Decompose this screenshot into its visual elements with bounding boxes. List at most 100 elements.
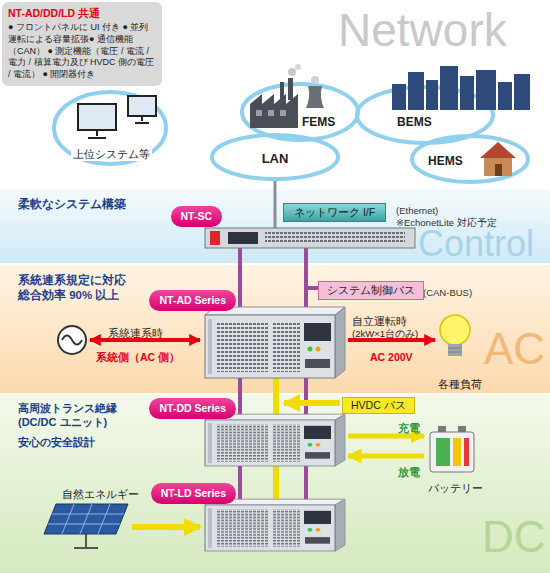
building-icon-part xyxy=(440,66,458,110)
node-label: 高周波トランス絶縁 (DC/DC ユニット) xyxy=(18,401,130,430)
watermark: Control xyxy=(418,225,534,263)
system-bus-line xyxy=(240,248,318,542)
label-holder: AC xyxy=(484,326,545,372)
node-label: NT-LD Series xyxy=(161,487,226,500)
node-label: LAN xyxy=(210,152,340,167)
battery-icon-part xyxy=(430,432,474,472)
watermark: AC xyxy=(484,326,545,372)
factory-icon-part xyxy=(256,110,262,116)
watermark: Network xyxy=(338,6,507,54)
building-icon-part xyxy=(476,70,496,110)
solar-panel-icon-part xyxy=(48,504,124,534)
monitor-icon-part xyxy=(78,104,116,130)
note-label: (CAN-BUS) xyxy=(423,288,472,298)
bulb-icon-part xyxy=(448,348,462,352)
building-icon-part xyxy=(460,76,474,110)
label-holder: 自立運転時 xyxy=(352,311,407,329)
dcdc-unit xyxy=(205,414,345,466)
part-label: バッテリー xyxy=(428,483,483,494)
solar-arrow xyxy=(132,524,200,530)
note-label: (Ethernet) xyxy=(396,206,438,216)
monitor-icon xyxy=(78,96,156,138)
house-icon-part xyxy=(480,142,516,158)
part-label: 各種負荷 xyxy=(438,379,482,390)
node-label: 系統連系規定に対応 総合効率 90% 以上 xyxy=(18,273,130,303)
node-label: HEMS xyxy=(426,155,465,169)
ellipse-outline xyxy=(412,136,528,182)
monitor-icon-part xyxy=(135,116,149,123)
node-label: BEMS xyxy=(395,116,434,130)
controller-unit xyxy=(205,228,415,248)
product-pill: NT-DD Series xyxy=(149,398,236,419)
battery-icon-part xyxy=(436,438,450,466)
product-pill: NT-SC xyxy=(171,206,223,227)
system-bus-line-part xyxy=(306,286,318,290)
product-pill: NT-LD Series xyxy=(151,483,236,504)
label-holder: DC xyxy=(482,514,546,560)
charge-arrow xyxy=(348,434,424,439)
node-label: 上位システム等 xyxy=(71,148,152,161)
label-holder: 系統連系時 xyxy=(108,323,163,341)
feature-box: NT-AD/DD/LD 共通● フロントパネルに UI 付き ● 並列運転による… xyxy=(2,2,162,86)
bus-box: システム制御バス xyxy=(318,281,424,300)
factory-icon-part xyxy=(280,110,286,116)
controller-unit-part xyxy=(265,232,405,244)
ellipse-outline xyxy=(54,92,166,164)
building-icon-part xyxy=(392,84,406,110)
battery-icon-part xyxy=(438,426,446,432)
node-label: ネットワーク I/F xyxy=(294,206,375,219)
arrow-label: 充電 xyxy=(398,423,420,434)
arrow-label: 自立運転時 xyxy=(352,316,407,327)
arrow-label: 系統連系時 xyxy=(108,328,163,339)
label-holder: (CAN-BUS) xyxy=(423,282,472,300)
note-label: (2kW×1台のみ) xyxy=(352,329,418,339)
building-icon-part xyxy=(426,80,438,110)
node-label: NT-SC xyxy=(181,210,213,223)
house-icon-part xyxy=(495,164,502,176)
solar-panel-icon-part xyxy=(74,534,98,548)
grid-symbol-part xyxy=(62,336,82,345)
node-label: FEMS xyxy=(300,116,337,130)
product-pill: NT-AD Series xyxy=(149,290,236,311)
arrow-label: 系統側（AC 側） xyxy=(96,352,180,363)
node-label: システム制御バス xyxy=(327,284,415,297)
part-label: 自然エネルギー xyxy=(62,489,139,500)
solar-panel-icon xyxy=(44,504,128,548)
bulb-icon-part xyxy=(440,315,470,345)
arrow-label: AC 200V xyxy=(370,352,413,363)
ellipse-outline xyxy=(242,84,358,140)
label-holder: 放電 xyxy=(398,462,420,480)
factory-icon-part xyxy=(288,68,296,76)
body-text: 安心の安全設計 xyxy=(18,435,130,449)
node-label: NT-AD Series xyxy=(159,294,226,307)
house-icon-part xyxy=(484,158,512,176)
label-holder: 充電 xyxy=(398,418,420,436)
building-icon xyxy=(392,66,530,110)
bulb-icon-part xyxy=(448,344,462,356)
grid-symbol xyxy=(58,326,86,354)
system-bus-line-part xyxy=(240,248,306,542)
battery-icon-part xyxy=(453,438,461,466)
lan-ellipse: LAN xyxy=(210,133,340,181)
ac-unit xyxy=(205,307,345,378)
network-line xyxy=(274,181,277,228)
controller-unit-part xyxy=(228,232,258,244)
hvdc-bus-line-part xyxy=(284,400,340,406)
monitor-icon-part xyxy=(128,96,156,116)
label-holder: Control xyxy=(418,225,534,263)
battery-icon-part xyxy=(464,438,469,466)
factory-icon-part xyxy=(311,76,319,84)
solar-panel-icon-part xyxy=(44,504,128,534)
ld-unit xyxy=(205,499,345,551)
factory-icon-part xyxy=(250,94,298,104)
factory-icon-part xyxy=(250,104,298,128)
watermark: DC xyxy=(482,514,546,560)
label-holder: 自然エネルギー xyxy=(62,484,139,502)
discharge-arrow xyxy=(348,454,424,459)
battery-icon-part xyxy=(458,426,466,432)
house-icon xyxy=(480,142,516,176)
controller-unit-part xyxy=(210,231,220,245)
factory-icon-part xyxy=(306,86,324,108)
building-icon-part xyxy=(408,72,424,110)
